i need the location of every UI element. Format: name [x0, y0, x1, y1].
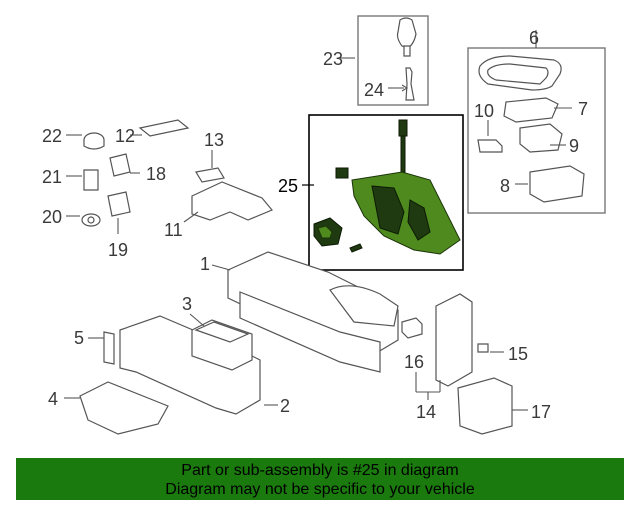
- lower-console-parts[interactable]: [79, 315, 261, 435]
- callout-19: 19: [108, 240, 128, 260]
- callout-14: 14: [416, 402, 436, 422]
- callout-20: 20: [42, 207, 62, 227]
- callout-7: 7: [578, 99, 588, 119]
- info-banner: Part or sub-assembly is #25 in diagram D…: [16, 458, 624, 500]
- callout-8: 8: [500, 176, 510, 196]
- parts-diagram: 23 24 6 7 9 8 10 25: [42, 15, 606, 435]
- callout-17: 17: [531, 402, 551, 422]
- shifter-assembly-box[interactable]: [308, 114, 464, 271]
- callout-10: 10: [474, 101, 494, 121]
- shift-knob-part[interactable]: [396, 17, 417, 101]
- callout-25: 25: [278, 176, 298, 196]
- shift-knob-group-box: [357, 15, 429, 106]
- callout-23: 23: [323, 49, 343, 69]
- callout-16: 16: [404, 352, 424, 372]
- callout-2: 2: [280, 396, 290, 416]
- banner-line-2: Diagram may not be specific to your vehi…: [165, 481, 475, 498]
- small-parts-left[interactable]: [81, 119, 273, 227]
- callout-11: 11: [164, 220, 183, 240]
- callout-9: 9: [569, 136, 579, 156]
- right-side-parts[interactable]: [401, 293, 513, 435]
- console-body-part[interactable]: [227, 251, 399, 373]
- callout-3: 3: [182, 294, 192, 314]
- callout-5: 5: [74, 328, 84, 348]
- shifter-assembly-part[interactable]: [313, 119, 461, 255]
- callout-22: 22: [42, 126, 62, 146]
- banner-line-1: Part or sub-assembly is #25 in diagram: [181, 462, 459, 479]
- callout-18: 18: [146, 164, 166, 184]
- callout-6: 6: [529, 28, 539, 48]
- callout-24: 24: [364, 80, 384, 100]
- callout-21: 21: [42, 167, 62, 187]
- callout-1: 1: [200, 254, 210, 274]
- callout-4: 4: [48, 389, 58, 409]
- callout-15: 15: [508, 344, 528, 364]
- trim-panel-parts[interactable]: [477, 55, 585, 203]
- callout-13: 13: [204, 130, 224, 150]
- callout-12: 12: [115, 126, 135, 146]
